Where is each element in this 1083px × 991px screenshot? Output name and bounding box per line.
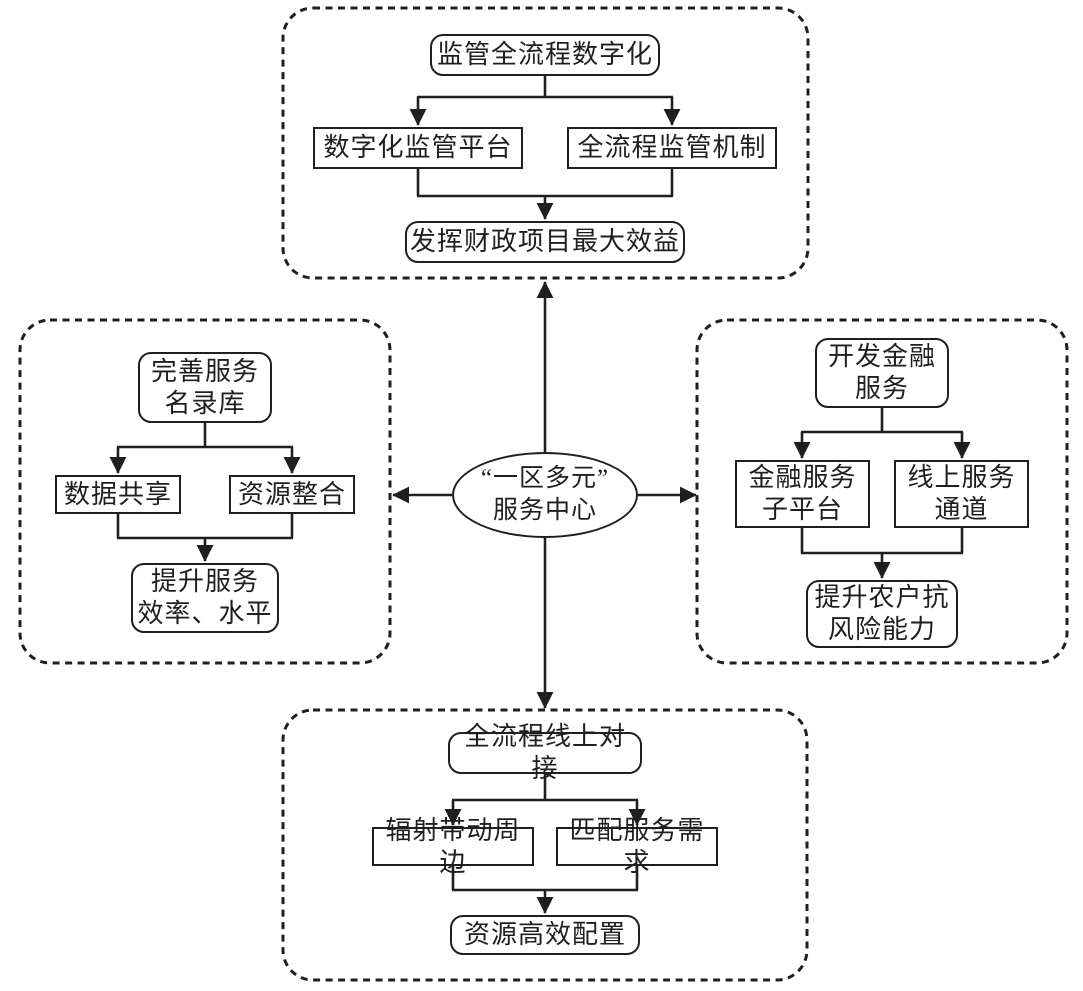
connectors-bottom — [444, 774, 646, 914]
node-bottom-root: 全流程线上对接 — [448, 722, 642, 783]
node-left-root: 完善服务 名录库 — [138, 352, 272, 423]
node-top-branch-left: 数字化监管平台 — [313, 127, 523, 169]
group-left-border — [18, 318, 392, 665]
group-right-border — [695, 318, 1069, 665]
connectors-left — [109, 423, 301, 562]
node-left-branch-left: 数据共享 — [55, 475, 181, 514]
node-top-result: 发挥财政项目最大效益 — [405, 221, 685, 263]
node-right-branch-right: 线上服务 通道 — [894, 460, 1029, 528]
group-top-border — [281, 6, 810, 280]
node-bottom-branch-right: 匹配服务需求 — [556, 816, 718, 877]
group-bottom-border — [281, 708, 809, 982]
connectors-right — [793, 408, 971, 579]
connectors-top — [409, 76, 681, 220]
node-bottom-branch-left: 辐射带动周边 — [372, 816, 534, 877]
node-right-root: 开发金融 服务 — [815, 338, 949, 408]
node-top-branch-right: 全流程监管机制 — [567, 127, 777, 169]
node-right-branch-left: 金融服务 子平台 — [735, 460, 870, 528]
node-bottom-result: 资源高效配置 — [450, 915, 640, 955]
node-right-result: 提升农户抗 风险能力 — [806, 580, 958, 648]
node-left-branch-right: 资源整合 — [229, 475, 355, 514]
node-left-result: 提升服务 效率、水平 — [131, 563, 279, 633]
center-service-hub: “一区多元” 服务中心 — [452, 452, 638, 538]
node-top-root: 监管全流程数字化 — [430, 34, 660, 76]
